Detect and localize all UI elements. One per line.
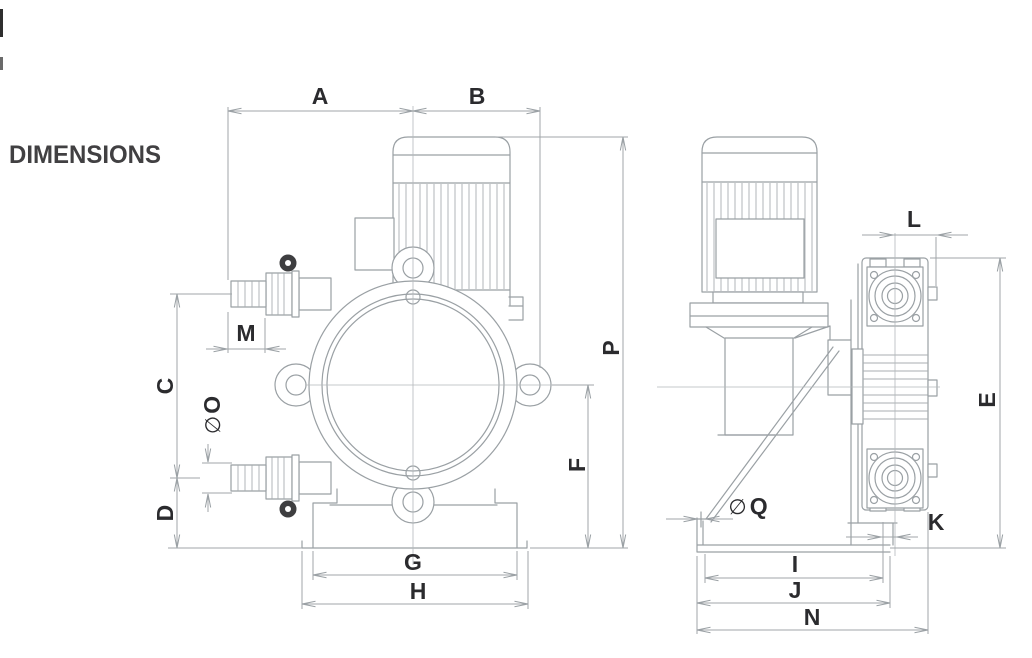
coupling-flange <box>291 270 300 318</box>
junction-box <box>354 217 395 271</box>
motor-body <box>392 136 511 306</box>
side-nub-top <box>927 286 938 301</box>
diameter-symbol: ∅ <box>728 495 746 519</box>
rib-plate <box>851 348 864 425</box>
gusset-plate <box>705 346 840 523</box>
dim-label-m: M <box>236 320 255 346</box>
motor-foot-step <box>508 296 524 321</box>
coupling-flats <box>271 457 285 499</box>
extension-lines <box>696 237 1006 634</box>
top-tab-left <box>869 258 887 268</box>
motor-fins <box>398 184 505 289</box>
motor-side <box>689 136 829 339</box>
clip-ring-hole <box>285 260 291 266</box>
motor-flange <box>689 302 829 328</box>
bracket-foot <box>847 522 898 546</box>
pedestal-and-bracket <box>696 263 898 553</box>
coupling-flats <box>271 273 285 315</box>
coupling-nut <box>265 272 293 316</box>
pump-head-side <box>851 257 938 512</box>
motor-nameplate <box>715 218 805 279</box>
dim-label-b: B <box>469 83 486 109</box>
discharge-fitting <box>230 454 332 518</box>
dim-label-h: H <box>410 578 427 604</box>
bell-housing <box>794 325 852 396</box>
motor-neck <box>712 291 804 304</box>
dim-label-c: C <box>152 378 178 395</box>
body-ribs <box>863 354 928 420</box>
hose-tail-barbs <box>237 465 260 491</box>
extension-lines <box>168 107 628 609</box>
dim-label-n: N <box>804 604 821 630</box>
side-view <box>657 136 940 556</box>
clip-ring-hole <box>285 506 291 512</box>
dimensions-side <box>666 231 1006 634</box>
dim-label-f: F <box>564 458 590 472</box>
side-centerlines <box>657 233 940 556</box>
coupling-nut <box>265 456 293 500</box>
front-centerlines <box>305 106 594 565</box>
dim-label-i: I <box>792 551 798 577</box>
scan-artifacts <box>0 9 3 70</box>
dim-label-l: L <box>907 206 921 232</box>
base-bracket <box>301 488 528 549</box>
coupling-flange <box>291 454 300 502</box>
dim-label-q: ∅Q <box>728 493 767 519</box>
dim-label-g: G <box>404 549 422 575</box>
fitting-connector <box>298 277 332 311</box>
base-plate <box>696 511 891 553</box>
dim-label-e: E <box>974 392 1000 407</box>
pedestal-column <box>724 337 794 436</box>
diameter-symbol: ∅ <box>201 416 225 434</box>
dim-label-j: J <box>789 577 802 603</box>
bolt-hole-left <box>285 374 307 396</box>
dim-label-k: K <box>928 509 945 535</box>
dim-label-a: A <box>312 83 329 109</box>
fitting-connector <box>298 461 332 495</box>
dim-label-d: D <box>152 505 178 522</box>
motor-bands <box>701 152 818 183</box>
hose-tail-barbs <box>237 281 260 307</box>
front-view <box>230 106 594 565</box>
motor-front <box>354 136 524 321</box>
top-tab-right <box>903 258 921 268</box>
side-nub-bottom <box>927 463 938 478</box>
hose-tail <box>230 280 267 308</box>
dimension-labels: DIMENSIONS A B C D M ∅O G H F P L E K ∅Q… <box>9 83 1000 630</box>
suction-fitting <box>230 254 332 318</box>
hose-tail <box>230 464 267 492</box>
flange-taper <box>705 326 813 339</box>
page-title: DIMENSIONS <box>9 141 161 169</box>
side-nub-middle <box>927 379 938 397</box>
dimensions-front <box>168 107 628 609</box>
dim-label-p: P <box>598 340 624 355</box>
dim-label-o: ∅O <box>199 396 225 434</box>
motor-body <box>701 136 818 293</box>
